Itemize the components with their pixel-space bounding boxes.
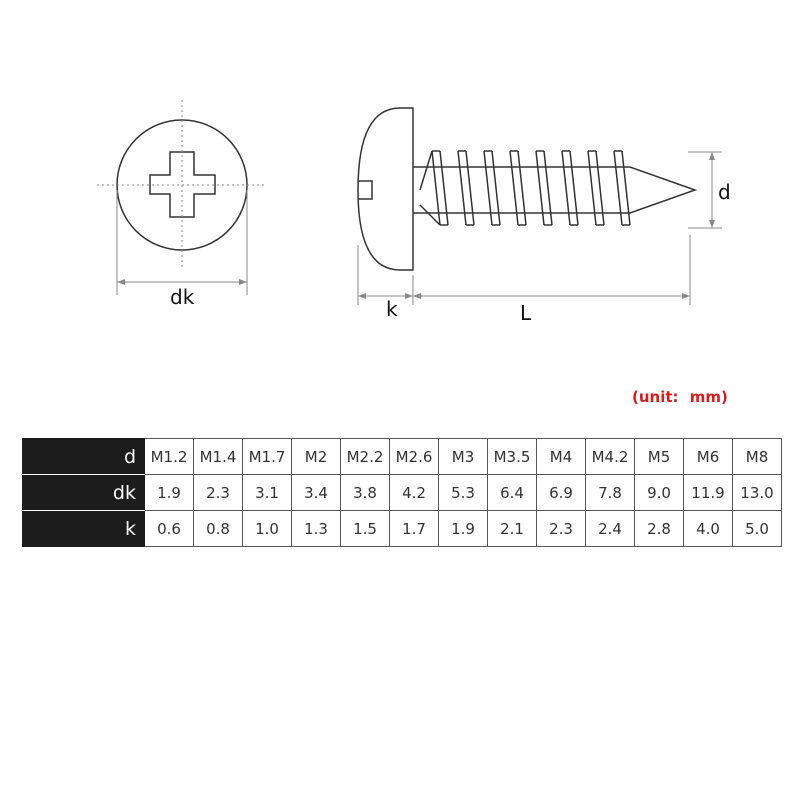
table-cell: 1.0: [242, 510, 292, 547]
pan-head: [357, 107, 414, 271]
table-cell: 1.3: [291, 510, 341, 547]
table-cell: M2.6: [389, 438, 439, 475]
first-thread: [419, 150, 441, 226]
table-cell: 2.3: [193, 474, 243, 511]
table-cell: 7.8: [585, 474, 635, 511]
table-cell: 11.9: [683, 474, 733, 511]
table-cell: 3.8: [340, 474, 390, 511]
table-cell: M1.4: [193, 438, 243, 475]
table-cell: M6: [683, 438, 733, 475]
table-cell: 4.2: [389, 474, 439, 511]
thread-roots: [439, 150, 631, 226]
dk-label: dk: [170, 285, 195, 309]
table-cell: 2.4: [585, 510, 635, 547]
row-header: dk: [22, 474, 145, 511]
table-cell: M5: [634, 438, 684, 475]
phillips-cross-recess: [149, 151, 216, 218]
table-cell: 0.8: [193, 510, 243, 547]
d-dimension: [688, 151, 722, 229]
screw-side-view: [357, 107, 698, 271]
table-cell: 4.0: [683, 510, 733, 547]
k-label: k: [386, 297, 398, 321]
head-slot: [358, 180, 373, 200]
table-cell: 6.9: [536, 474, 586, 511]
table-cell: M3.5: [487, 438, 537, 475]
table-cell: M2: [291, 438, 341, 475]
shank-tip: [413, 166, 698, 214]
L-label: L: [520, 301, 532, 325]
unit-note: (unit: mm): [632, 388, 728, 406]
table-cell: M4.2: [585, 438, 635, 475]
table-cell: 5.3: [438, 474, 488, 511]
table-cell: 9.0: [634, 474, 684, 511]
table-cell: 1.9: [144, 474, 194, 511]
table-cell: 2.1: [487, 510, 537, 547]
thread-crests: [431, 150, 623, 226]
table-cell: 3.1: [242, 474, 292, 511]
table-cell: M2.2: [340, 438, 390, 475]
table-cell: M1.7: [242, 438, 292, 475]
table-cell: 1.5: [340, 510, 390, 547]
table-cell: M8: [732, 438, 782, 475]
table-cell: 13.0: [732, 474, 782, 511]
unit-note-unit: mm): [689, 388, 728, 406]
row-header: k: [22, 510, 145, 547]
table-cell: 5.0: [732, 510, 782, 547]
table-cell: 2.3: [536, 510, 586, 547]
table-cell: M1.2: [144, 438, 194, 475]
center-lines: [97, 100, 265, 268]
dk-dimension: [116, 190, 248, 295]
table-cell: 2.8: [634, 510, 684, 547]
table-cell: 1.9: [438, 510, 488, 547]
unit-note-prefix: (unit:: [632, 388, 679, 406]
row-header: d: [22, 438, 145, 475]
table-cell: M3: [438, 438, 488, 475]
table-cell: 0.6: [144, 510, 194, 547]
table-cell: M4: [536, 438, 586, 475]
d-label: d: [718, 180, 731, 204]
screw-technical-drawing: [97, 100, 722, 305]
table-cell: 3.4: [291, 474, 341, 511]
table-cell: 1.7: [389, 510, 439, 547]
k-L-dimension: [357, 235, 691, 305]
table-cell: 6.4: [487, 474, 537, 511]
